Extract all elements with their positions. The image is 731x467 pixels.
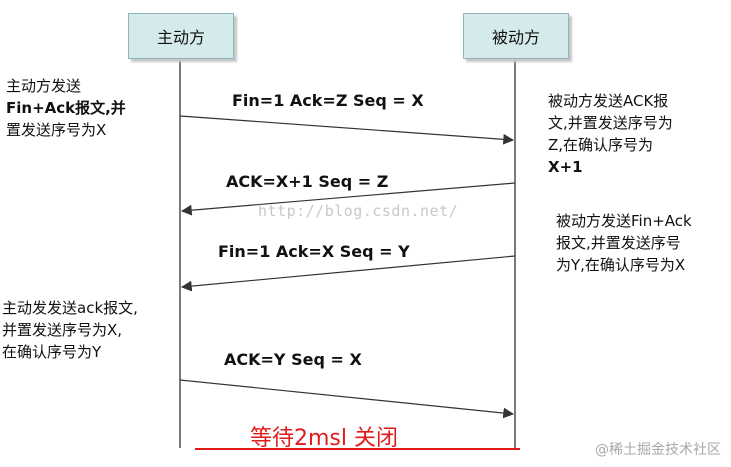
note-line: 文,并置发送序号为: [548, 114, 673, 132]
note-line: 被动方发送ACK报: [548, 92, 669, 110]
arrow-fin-ack-passive: [180, 255, 516, 292]
actor-passive: 被动方: [463, 13, 569, 59]
note-line: 主动方发送: [6, 77, 82, 95]
note-passive-1: 被动方发送ACK报 文,并置发送序号为 Z,在确认序号为 X+1: [548, 90, 673, 178]
note-line: 为Y,在确认序号为X: [556, 256, 686, 274]
message-1: Fin=1 Ack=Z Seq = X: [232, 91, 424, 110]
note-line: 并置发送序号为X,: [2, 321, 123, 339]
note-active-2: 主动发发送ack报文, 并置发送序号为X, 在确认序号为Y: [2, 297, 138, 363]
message-3: Fin=1 Ack=X Seq = Y: [218, 242, 410, 261]
note-line: Z,在确认序号为: [548, 136, 654, 154]
note-line: Fin+Ack报文,并: [6, 99, 126, 117]
actor-active-label: 主动方: [156, 28, 205, 47]
note-line: 报文,并置发送序号: [556, 234, 681, 252]
note-line: X+1: [548, 158, 583, 176]
note-line: 置发送序号为X: [6, 121, 107, 139]
actor-passive-label: 被动方: [491, 28, 540, 47]
brand-watermark: @稀土掘金技术社区: [595, 442, 721, 458]
watermark-url: http://blog.csdn.net/: [258, 202, 459, 220]
note-line: 在确认序号为Y: [2, 343, 102, 361]
note-active-1: 主动方发送 Fin+Ack报文,并 置发送序号为X: [6, 75, 126, 141]
message-2: ACK=X+1 Seq = Z: [226, 172, 389, 191]
note-line: 被动方发送Fin+Ack: [556, 212, 692, 230]
close-label: 等待2msl 关闭: [250, 426, 398, 451]
note-line: 主动发发送ack报文,: [2, 299, 138, 317]
arrow-fin-ack: [179, 115, 515, 145]
arrow-ack-x1: [180, 182, 516, 216]
actor-active: 主动方: [128, 13, 234, 59]
note-passive-2: 被动方发送Fin+Ack 报文,并置发送序号 为Y,在确认序号为X: [556, 210, 692, 276]
arrow-ack-y: [179, 379, 515, 419]
message-4: ACK=Y Seq = X: [224, 350, 362, 369]
